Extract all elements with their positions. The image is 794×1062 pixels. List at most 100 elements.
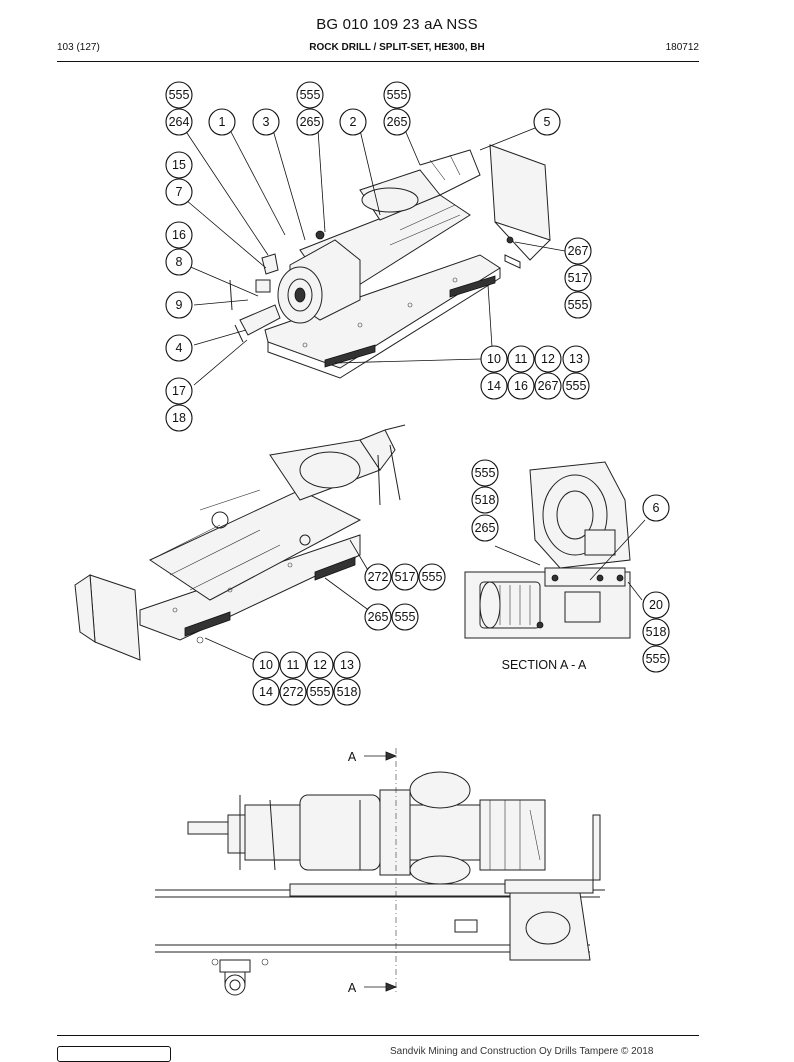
svg-text:9: 9 bbox=[176, 298, 183, 312]
callout-bubble: 267 bbox=[564, 237, 592, 265]
section-marker-top: A bbox=[348, 750, 357, 764]
callout-bubble: 3 bbox=[252, 108, 280, 136]
svg-text:518: 518 bbox=[337, 685, 358, 699]
svg-text:272: 272 bbox=[368, 570, 389, 584]
callout-bubble: 11 bbox=[279, 651, 307, 679]
callout-bubble: 11 bbox=[507, 345, 535, 373]
svg-text:555: 555 bbox=[475, 466, 496, 480]
callout-bubble: 555 bbox=[642, 645, 670, 673]
callout-bubble: 555 bbox=[562, 372, 590, 400]
callout-bubble: 5 bbox=[533, 108, 561, 136]
callout-bubble: 555 bbox=[471, 459, 499, 487]
callout-bubble: 12 bbox=[534, 345, 562, 373]
svg-text:5: 5 bbox=[544, 115, 551, 129]
svg-text:13: 13 bbox=[340, 658, 354, 672]
callout-bubble: 6 bbox=[642, 494, 670, 522]
svg-text:12: 12 bbox=[313, 658, 327, 672]
callout-bubbles: 555 264 1 3 555 265 2 555 265 5 15 7 16 … bbox=[165, 81, 670, 706]
callout-bubble: 18 bbox=[165, 404, 193, 432]
svg-text:2: 2 bbox=[350, 115, 357, 129]
svg-text:4: 4 bbox=[176, 341, 183, 355]
svg-text:3: 3 bbox=[263, 115, 270, 129]
callout-bubble: 13 bbox=[333, 651, 361, 679]
svg-text:265: 265 bbox=[368, 610, 389, 624]
svg-text:10: 10 bbox=[487, 352, 501, 366]
callout-bubble: 555 bbox=[391, 603, 419, 631]
callout-bubble: 15 bbox=[165, 151, 193, 179]
callout-bubble: 555 bbox=[165, 81, 193, 109]
svg-text:14: 14 bbox=[259, 685, 273, 699]
callout-bubble: 517 bbox=[391, 563, 419, 591]
callout-bubble: 555 bbox=[296, 81, 324, 109]
callout-bubble: 14 bbox=[252, 678, 280, 706]
svg-text:555: 555 bbox=[566, 379, 587, 393]
callout-bubble: 518 bbox=[471, 486, 499, 514]
callout-bubble: 518 bbox=[642, 618, 670, 646]
callout-bubble: 267 bbox=[534, 372, 562, 400]
callout-bubble: 16 bbox=[165, 221, 193, 249]
callout-bubble: 2 bbox=[339, 108, 367, 136]
footer-copyright: Sandvik Mining and Construction Oy Drill… bbox=[390, 1046, 654, 1057]
svg-text:12: 12 bbox=[541, 352, 555, 366]
drawing-subtitle: ROCK DRILL / SPLIT-SET, HE300, BH bbox=[309, 42, 485, 53]
svg-text:265: 265 bbox=[387, 115, 408, 129]
svg-text:17: 17 bbox=[172, 384, 186, 398]
callout-bubble: 265 bbox=[471, 514, 499, 542]
svg-text:272: 272 bbox=[283, 685, 304, 699]
callout-bubble: 12 bbox=[306, 651, 334, 679]
svg-text:518: 518 bbox=[475, 493, 496, 507]
section-marker-bottom: A bbox=[348, 981, 357, 995]
svg-text:7: 7 bbox=[176, 185, 183, 199]
callout-bubble: 8 bbox=[165, 248, 193, 276]
footer-rule bbox=[57, 1035, 699, 1036]
svg-text:265: 265 bbox=[300, 115, 321, 129]
callout-bubble: 20 bbox=[642, 591, 670, 619]
callout-bubble: 555 bbox=[418, 563, 446, 591]
svg-text:11: 11 bbox=[515, 352, 528, 366]
callout-bubble: 555 bbox=[564, 291, 592, 319]
rock-drill-view-left bbox=[74, 424, 406, 666]
page-number: 103 (127) bbox=[57, 42, 100, 53]
company-logo bbox=[57, 1046, 171, 1062]
callout-bubble: 16 bbox=[507, 372, 535, 400]
callout-bubble: 272 bbox=[364, 563, 392, 591]
svg-text:16: 16 bbox=[172, 228, 186, 242]
svg-text:8: 8 bbox=[176, 255, 183, 269]
callout-bubble: 14 bbox=[480, 372, 508, 400]
svg-text:265: 265 bbox=[475, 521, 496, 535]
callout-bubble: 4 bbox=[165, 334, 193, 362]
svg-text:518: 518 bbox=[646, 625, 667, 639]
svg-text:16: 16 bbox=[514, 379, 528, 393]
svg-text:555: 555 bbox=[646, 652, 667, 666]
callout-bubble: 13 bbox=[562, 345, 590, 373]
svg-text:1: 1 bbox=[219, 115, 226, 129]
section-label: SECTION A - A bbox=[502, 658, 587, 672]
callout-bubble: 272 bbox=[279, 678, 307, 706]
callout-bubble: 265 bbox=[364, 603, 392, 631]
svg-text:555: 555 bbox=[568, 298, 589, 312]
callout-bubble: 265 bbox=[383, 108, 411, 136]
svg-text:15: 15 bbox=[172, 158, 186, 172]
svg-text:13: 13 bbox=[569, 352, 583, 366]
svg-text:555: 555 bbox=[310, 685, 331, 699]
svg-text:555: 555 bbox=[169, 88, 190, 102]
svg-text:267: 267 bbox=[538, 379, 559, 393]
svg-text:555: 555 bbox=[422, 570, 443, 584]
callout-bubble: 518 bbox=[333, 678, 361, 706]
callout-bubble: 517 bbox=[564, 264, 592, 292]
document-title: BG 010 109 23 aA NSS bbox=[316, 16, 478, 33]
section-a-a-view: SECTION A - A bbox=[464, 461, 646, 672]
svg-text:10: 10 bbox=[259, 658, 273, 672]
svg-text:11: 11 bbox=[287, 658, 300, 672]
callout-bubble: 1 bbox=[208, 108, 236, 136]
svg-text:264: 264 bbox=[169, 115, 190, 129]
svg-text:267: 267 bbox=[568, 244, 589, 258]
callout-bubble: 7 bbox=[165, 178, 193, 206]
svg-text:555: 555 bbox=[300, 88, 321, 102]
callout-bubble: 555 bbox=[383, 81, 411, 109]
callout-bubble: 555 bbox=[306, 678, 334, 706]
callout-bubble: 9 bbox=[165, 291, 193, 319]
svg-text:517: 517 bbox=[568, 271, 589, 285]
svg-text:555: 555 bbox=[395, 610, 416, 624]
